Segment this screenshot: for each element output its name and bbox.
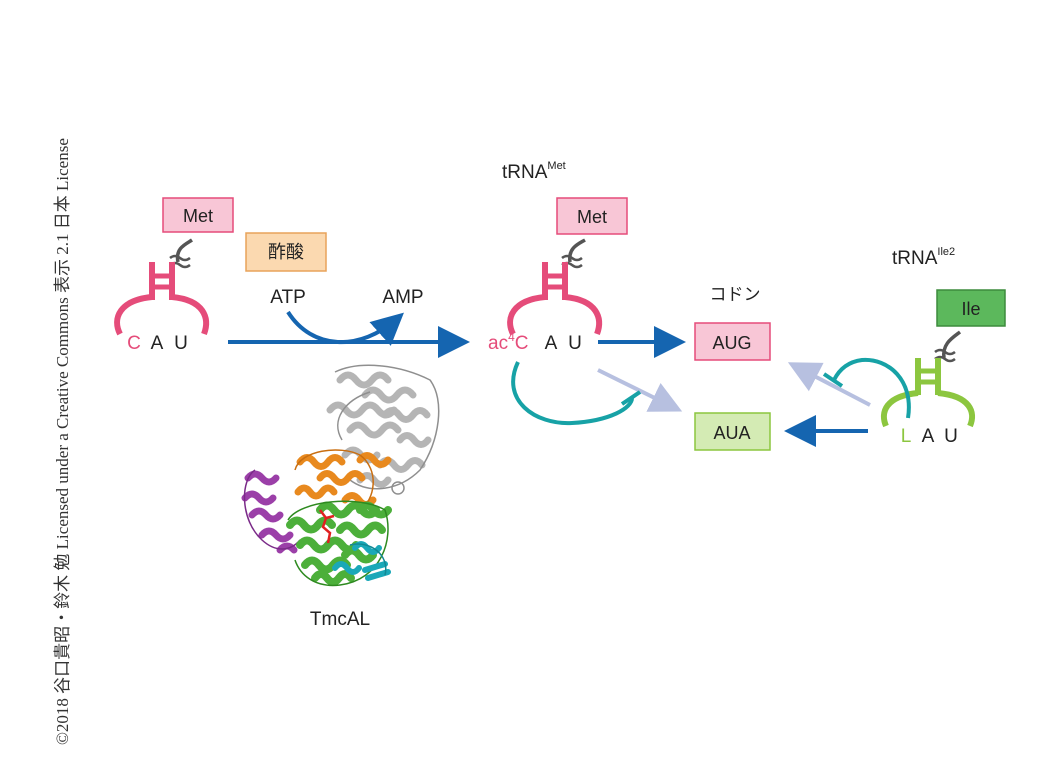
break-mark-right <box>934 348 956 363</box>
trna-met-modified: tRNAMet Met ac4C A U <box>488 160 628 354</box>
anticodon-left-1: C <box>127 333 141 354</box>
enzyme-name: TmcAL <box>310 609 370 630</box>
trna-ile2-title: tRNAIle2 <box>892 246 955 269</box>
aug-label: AUG <box>712 333 751 353</box>
codon-heading: コドン <box>710 285 761 304</box>
atp-to-amp-arc <box>286 310 404 346</box>
met-label-middle: Met <box>577 207 607 227</box>
met-box-left <box>162 197 234 233</box>
acetylation-reaction: 酢酸 ATP AMP <box>228 232 470 358</box>
atp-label: ATP <box>270 287 306 308</box>
anticodon-right-2: A <box>922 426 935 447</box>
tmcal-protein-structure <box>241 364 440 587</box>
inhibition-lau-aug <box>832 357 911 419</box>
trna-ile2: tRNAIle2 Ile L A U <box>880 246 1006 447</box>
aua-label: AUA <box>713 423 750 443</box>
codons: コドン AUG AUA <box>694 285 771 451</box>
anticodon-middle-2: A <box>545 333 558 354</box>
inhibition-bar-right <box>822 372 844 388</box>
met-label-left: Met <box>183 206 213 226</box>
aug-box <box>694 322 771 361</box>
aua-box <box>694 412 771 451</box>
inhibition-bar-middle <box>620 390 642 406</box>
trna-tail-right <box>942 330 962 359</box>
inhibition-ac4c-aua <box>511 361 634 426</box>
anticodon-left-3: U <box>174 333 188 354</box>
weak-arrow-lau-to-aug <box>787 362 871 407</box>
acetate-label: 酢酸 <box>268 242 304 262</box>
anticodon-middle-3: U <box>568 333 582 354</box>
modified-base-ac4c: ac4C <box>488 330 529 354</box>
trna-met-unmodified: Met C A U <box>114 197 234 354</box>
ile-box <box>936 289 1006 327</box>
amp-label: AMP <box>382 287 423 308</box>
anticodon-right-1: L <box>901 426 912 447</box>
trna-tail-middle <box>568 238 586 263</box>
met-box-middle <box>556 197 628 235</box>
trna-met-title: tRNAMet <box>502 160 566 183</box>
anticodon-right-3: U <box>944 426 958 447</box>
ile-label: Ile <box>961 299 980 319</box>
trna-tail-left <box>175 238 193 263</box>
anticodon-left-2: A <box>151 333 164 354</box>
weak-arrow-ac4c-to-aua <box>597 368 683 412</box>
acetate-box <box>245 232 327 272</box>
